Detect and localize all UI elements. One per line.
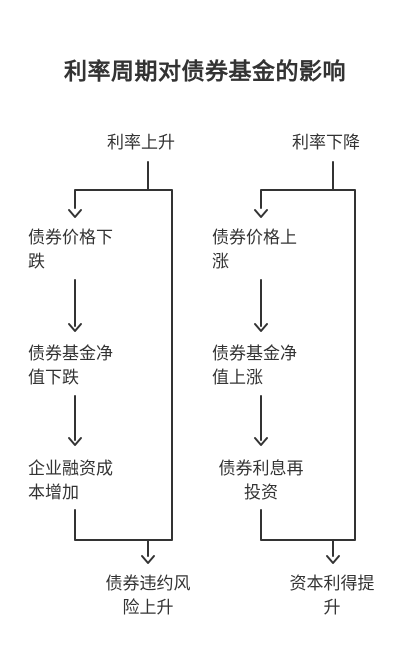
left-head-label: 利率上升: [107, 133, 175, 153]
right-head-label: 利率下降: [292, 133, 360, 153]
left-arrow-1-2: [68, 279, 82, 332]
right-step2-line1: 债券基金净: [212, 344, 297, 364]
diagram-title: 利率周期对债券基金的影响: [64, 59, 346, 85]
right-arrow-head-result: [326, 555, 340, 564]
right-result-line1: 资本利得提: [289, 574, 375, 594]
left-step1-node: 债券价格下 跌: [28, 226, 113, 274]
left-step3-line1: 企业融资成: [28, 459, 113, 479]
left-frame-line: [74, 161, 173, 557]
left-step1-line1: 债券价格下: [28, 228, 113, 248]
right-step3-line2: 投资: [244, 483, 278, 503]
left-step2-node: 债券基金净 值下跌: [28, 342, 113, 390]
right-arrow-2-3: [254, 395, 268, 446]
right-head-node: 利率下降: [292, 131, 360, 155]
right-step1-line1: 债券价格上: [212, 228, 297, 248]
left-step1-line2: 跌: [28, 252, 45, 272]
right-frame-line: [260, 161, 356, 557]
left-step2-line1: 债券基金净: [28, 344, 113, 364]
left-step3-line2: 本增加: [28, 483, 79, 503]
left-branch-lines: [68, 161, 173, 564]
left-step3-node: 企业融资成 本增加: [28, 457, 113, 505]
right-step3-node: 债券利息再 投资: [208, 457, 314, 505]
right-step1-node: 债券价格上 涨: [212, 226, 297, 274]
left-step2-line2: 值下跌: [28, 368, 79, 388]
left-arrow-head-result: [141, 555, 155, 564]
right-step3-line1: 债券利息再: [218, 459, 304, 479]
left-step3-to-frame-line: [74, 509, 149, 541]
right-arrow-head-1: [254, 209, 268, 218]
left-arrow-head-1: [68, 209, 82, 218]
right-result-node: 资本利得提 升: [278, 572, 386, 620]
right-result-line2: 升: [323, 598, 341, 618]
left-result-line1: 债券违约风: [105, 574, 191, 594]
right-step2-node: 债券基金净 值上涨: [212, 342, 297, 390]
left-head-node: 利率上升: [107, 131, 175, 155]
right-branch-lines: [254, 161, 356, 564]
left-result-node: 债券违约风 险上升: [94, 572, 202, 620]
right-arrow-1-2: [254, 279, 268, 332]
right-step1-line2: 涨: [212, 252, 229, 272]
left-result-line2: 险上升: [122, 598, 174, 618]
right-step2-line2: 值上涨: [212, 368, 263, 388]
left-arrow-2-3: [68, 395, 82, 446]
right-step3-to-frame-line: [260, 509, 334, 541]
